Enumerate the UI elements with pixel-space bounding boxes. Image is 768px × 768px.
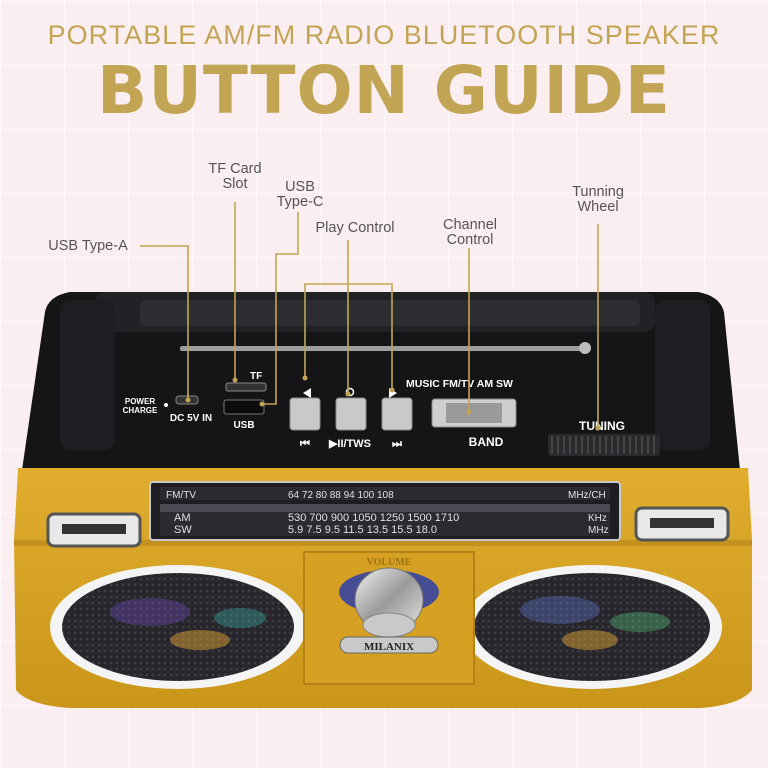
prev-button[interactable]	[289, 397, 321, 431]
tf-card-slot	[225, 382, 267, 392]
dc-in-label: DC 5V IN	[170, 413, 212, 424]
power-label-1: POWER	[125, 397, 155, 406]
usb-label: USB	[233, 420, 254, 431]
tuning-label: TUNING	[579, 419, 625, 433]
volume-label: VOLUME	[367, 557, 412, 568]
page-subtitle: PORTABLE AM/FM RADIO BLUETOOTH SPEAKER	[47, 20, 721, 50]
dial-am-values: 530 700 900 1050 1250 1500 1710	[288, 512, 459, 524]
band-label: BAND	[469, 435, 504, 449]
callout-usb-type-a: USB Type-A	[48, 238, 128, 254]
dial-am-unit: KHz	[588, 513, 607, 524]
antenna	[180, 346, 590, 351]
dial-fm-values: 64 72 80 88 94 100 108	[288, 490, 394, 501]
power-led	[164, 403, 168, 407]
callout-usb-type-c: USB Type-C	[276, 179, 324, 210]
play-label: ▶II/TWS	[328, 438, 371, 450]
right-speaker	[462, 565, 722, 689]
prev-label: ⏮	[300, 438, 310, 450]
callout-lines	[140, 202, 599, 428]
page-title: BUTTON GUIDE	[97, 52, 671, 129]
dial-fm-unit: MHz/CH	[568, 490, 606, 501]
power-label-2: CHARGE	[123, 406, 158, 415]
dial-sw-values: 5.9 7.5 9.5 11.5 13.5 15.5 18.0	[288, 524, 437, 536]
tf-label: TF	[250, 371, 262, 382]
dial-sw-label: SW	[174, 524, 192, 536]
dial-am-label: AM	[174, 512, 191, 524]
dial-fm-label: FM/TV	[166, 490, 196, 501]
callout-tf-card-slot: TF Card Slot	[208, 161, 262, 192]
play-pause-button[interactable]	[335, 397, 367, 431]
callout-tuning-wheel: Tunning Wheel	[572, 184, 624, 215]
callout-play-control: Play Control	[315, 220, 395, 236]
callout-channel-control: Channel Control	[442, 217, 497, 248]
band-modes-label: MUSIC FM/TV AM SW	[406, 378, 513, 390]
usb-a-port	[223, 399, 265, 415]
tuning-dial	[149, 481, 621, 541]
next-label: ⏭	[392, 438, 402, 450]
dial-sw-unit: MHz	[588, 525, 609, 536]
play-controls	[289, 387, 413, 431]
brand-logo: MILANIX	[364, 641, 414, 653]
left-speaker	[50, 565, 306, 689]
next-button[interactable]	[381, 397, 413, 431]
